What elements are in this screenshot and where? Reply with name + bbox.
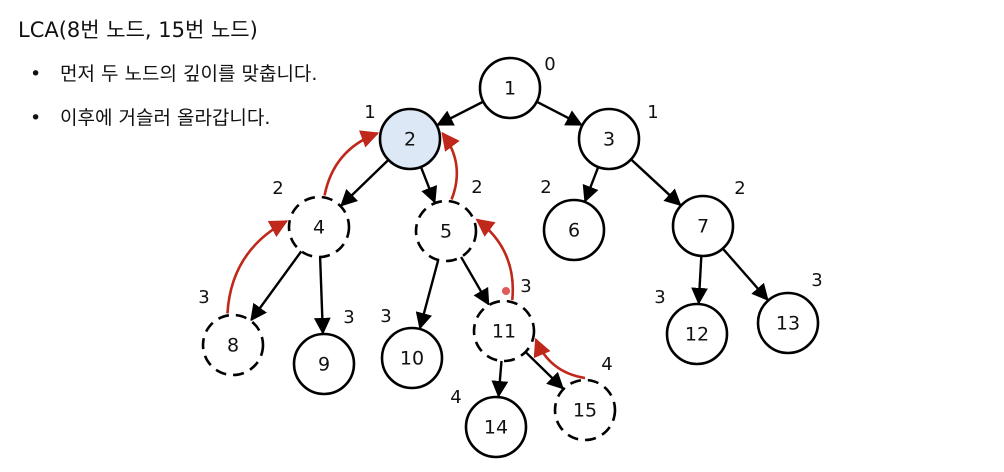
tree-node-7: 7 [671,194,735,258]
tree-edge-1-3 [536,100,583,126]
depth-label-1: 0 [544,54,555,75]
depth-label-7: 2 [734,178,745,199]
tree-node-11: 11 [472,299,536,363]
node-label: 15 [573,400,597,422]
tree-node-9: 9 [292,332,356,396]
tree-edge-7-12 [691,255,708,305]
node-label: 2 [404,129,416,151]
node-circle [201,313,265,377]
node-label: 13 [776,313,800,335]
depth-label-2: 1 [364,102,375,123]
tree-node-4: 4 [287,195,351,259]
bullet-dot-icon: • [30,107,42,129]
tree-edge-4-8 [250,250,303,322]
depth-label-10: 3 [380,306,391,327]
marker-dot-icon [502,287,510,295]
edges-layer [250,100,769,398]
node-label: 7 [697,216,709,238]
bullet-text: 먼저 두 노드의 깊이를 맞춥니다. [60,63,318,85]
node-label: 4 [313,217,325,239]
bullet-text: 이후에 거슬러 올라갑니다. [60,107,271,129]
node-label: 10 [400,348,424,370]
tree-node-10: 10 [380,326,444,390]
node-circle [287,195,351,259]
node-label: 3 [603,129,615,151]
climb-arrows-layer [226,130,586,380]
node-circle [577,107,641,171]
node-label: 1 [504,78,516,100]
tree-edge-3-6 [582,166,600,203]
tree-edge-2-5 [419,166,438,204]
node-circle [414,199,478,263]
depth-label-15: 4 [601,354,612,375]
depth-label-11: 3 [520,276,531,297]
node-label: 9 [318,354,330,376]
climb-arrow-5-2 [441,131,460,200]
tree-node-13: 13 [756,291,820,355]
node-circle [542,198,606,262]
depth-label-4: 2 [272,178,283,199]
tree-node-12: 12 [665,302,729,366]
tree-edge-5-10 [415,259,440,330]
node-label: 6 [568,220,580,242]
node-label: 12 [685,324,709,346]
node-circle [464,395,528,459]
tree-edge-5-11 [460,256,490,306]
tree-node-1: 1 [478,56,542,120]
depth-label-14: 4 [450,387,461,408]
climb-arrow-11-5 [475,218,515,301]
node-circle [378,107,442,171]
node-circle [478,56,542,120]
node-label: 14 [484,417,508,439]
node-circle [472,299,536,363]
bullet-list: • 먼저 두 노드의 깊이를 맞춥니다. • 이후에 거슬러 올라갑니다. [24,60,317,148]
tree-node-6: 6 [542,198,606,262]
depth-label-5: 2 [471,177,482,198]
depth-label-12: 3 [654,287,665,308]
tree-edge-11-14 [491,360,509,398]
bullet-item: • 먼저 두 노드의 깊이를 맞춥니다. [24,60,317,104]
node-circle [380,326,444,390]
node-label: 11 [492,321,516,343]
depth-label-3: 1 [647,102,658,123]
slide-title: LCA(8번 노드, 15번 노드) [18,18,258,42]
tree-edge-4-9 [313,256,331,335]
climb-arrow-4-2 [323,130,380,196]
tree-node-15: 15 [553,378,617,442]
node-circle [671,194,735,258]
tree-node-3: 3 [577,107,641,171]
node-label: 5 [440,221,452,243]
tree-edge-3-7 [630,158,682,207]
tree-node-14: 14 [464,395,528,459]
tree-node-5: 5 [414,199,478,263]
depth-label-9: 3 [343,307,354,328]
climb-arrow-15-11 [533,337,586,380]
climb-arrow-8-4 [226,220,289,314]
depth-label-13: 3 [811,270,822,291]
tree-edge-11-15 [524,351,565,390]
tree-edge-2-4 [340,158,390,207]
tree-node-8: 8 [201,313,265,377]
node-label: 8 [227,335,239,357]
depth-label-6: 2 [540,177,551,198]
node-circle [553,378,617,442]
node-circle [665,302,729,366]
tree-edge-1-2 [436,100,484,126]
node-circle [756,291,820,355]
bullet-dot-icon: • [30,63,42,85]
tree-node-2: 2 [378,107,442,171]
depth-label-8: 3 [198,287,209,308]
tree-edge-7-13 [721,247,769,301]
bullet-item: • 이후에 거슬러 올라갑니다. [24,104,317,148]
node-circle [292,332,356,396]
